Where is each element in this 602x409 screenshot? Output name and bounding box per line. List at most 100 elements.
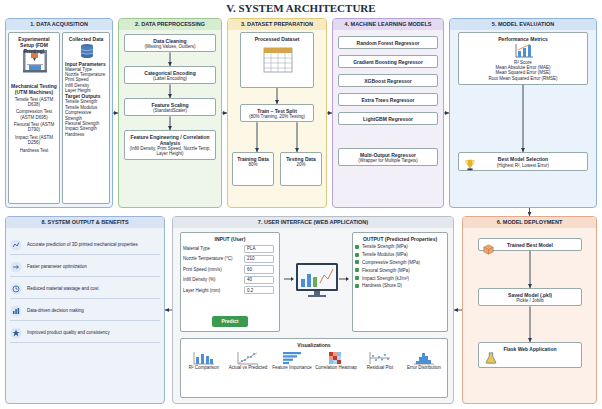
box-title: Random Forest Regressor — [341, 40, 435, 46]
box-detail: Infill Density — [65, 83, 107, 88]
output-text: Compressive Strength (MPa) — [362, 260, 420, 265]
process-box: Saved Model (.pkl)Pickle / Joblib — [478, 288, 582, 306]
box-detail: Compressive Strength — [65, 110, 107, 121]
box-detail: Hardness — [65, 132, 107, 137]
field-label: Print Speed (mm/s) — [183, 267, 241, 272]
stage-panel: 2. DATA PREPROCESSINGData Cleaning(Missi… — [118, 18, 222, 208]
box-detail: Flexural Test (ASTM D790) — [11, 122, 57, 133]
benefit-item: Improved product quality and consistency — [10, 324, 160, 343]
output-text: Impact Strength (kJ/m²) — [362, 276, 409, 281]
chart-caption: R² Comparison — [189, 365, 219, 370]
process-box: Experimental Setup (FDM Printing) Mechani… — [8, 32, 60, 204]
benefit-text: Data-driven decision making — [27, 308, 84, 313]
box-detail: Mechanical Testing (UTM Machines) — [11, 83, 57, 95]
process-box: XGBoost Regressor — [338, 74, 438, 87]
chart-caption: Residual Plot — [367, 365, 394, 370]
field-label: Material Type — [183, 246, 241, 251]
chart-cell: Error Distribution — [403, 351, 445, 370]
stage-heading: 8. SYSTEM OUTPUT & BENEFITS — [6, 217, 164, 228]
output-text: Tensile Modulus (MPa) — [362, 252, 408, 257]
flow-arrow — [170, 52, 171, 66]
button-label: Predict — [214, 318, 246, 324]
process-box: Visualizations R² Comparison Actual vs Pre… — [180, 338, 448, 398]
box-title: Data Cleaning — [127, 38, 213, 44]
process-box: Feature Engineering / Correlation Analys… — [124, 130, 216, 160]
flow-arrow — [530, 251, 531, 288]
benefit-text: Faster parameter optimization — [27, 264, 87, 269]
field-value: PLA — [244, 245, 274, 253]
stage-heading: 1. DATA ACQUISITION — [6, 19, 112, 30]
box-title: Performance Metrics — [461, 36, 585, 42]
panel-heading: Visualizations — [183, 342, 445, 348]
flow-arrow — [454, 310, 462, 311]
benefit-text: Improved product quality and consistency — [27, 330, 110, 335]
box-title: Extra Trees Regressor — [341, 97, 435, 103]
box-detail: 80% — [235, 162, 271, 167]
box-detail: (80% Training, 20% Testing) — [243, 114, 311, 119]
process-box: Collected DataInput ParametersMaterial T… — [62, 32, 110, 204]
flow-arrow — [327, 113, 332, 114]
process-box: Performance Metrics R² ScoreMean Absolute… — [458, 32, 588, 85]
output-item: Impact Strength (kJ/m²) — [355, 276, 445, 281]
stage-heading: 5. MODEL EVALUATION — [450, 19, 596, 30]
flow-arrow — [529, 208, 530, 216]
benefit-item: Accurate prediction of 3D printed mechan… — [10, 236, 160, 255]
stage-heading: 7. USER INTERFACE (WEB APPLICATION) — [173, 217, 453, 228]
field-label: Nozzle Temperature (°C) — [183, 256, 241, 261]
flow-arrow — [170, 84, 171, 98]
chart-row: R² Comparison Actual vs PredictedFeature … — [183, 351, 445, 370]
panel-heading: OUTPUT (Predicted Properties) — [355, 236, 445, 242]
stage-panel: 1. DATA ACQUISITION Experimental Setup (F… — [5, 18, 113, 208]
flow-arrow — [523, 85, 524, 152]
box-detail: Nozzle Temperature — [65, 72, 107, 77]
stage-heading: 3. DATASET PREPARATION — [228, 19, 326, 30]
flask-icon — [485, 350, 497, 368]
process-box: Testing Data20% — [280, 152, 322, 186]
output-text: Hardness (Shore D) — [362, 283, 402, 288]
box-detail: Tensile Strength — [65, 99, 107, 104]
stage-panel: 7. USER INTERFACE (WEB APPLICATION) INPUT… — [172, 216, 454, 404]
box-detail: Tensile Modulus — [65, 105, 107, 110]
box-detail: (Missing Values, Outliers) — [127, 44, 213, 49]
process-box: OUTPUT (Predicted Properties) Tensile Str… — [352, 232, 448, 332]
field-value: 210 — [244, 255, 274, 263]
chart-caption: Correlation Heatmap — [315, 365, 357, 370]
stage-panel: 8. SYSTEM OUTPUT & BENEFITS Accurate pred… — [5, 216, 165, 404]
box-title: Best Model Selection — [461, 156, 585, 162]
flow-arrow — [530, 306, 531, 342]
db-icon — [79, 43, 95, 63]
box-title: Testing Data — [283, 156, 319, 162]
box-detail: (Wrapper for Multiple Targets) — [341, 158, 435, 163]
chart-cell: Feature Importance — [271, 351, 313, 370]
box-detail: 20% — [283, 162, 319, 167]
chart-cell: Correlation Heatmap — [315, 351, 357, 370]
box-detail: Mean Absolute Error (MAE) — [461, 65, 585, 70]
chart-caption: Actual vs Predicted — [229, 365, 268, 370]
box-title: XGBoost Regressor — [341, 78, 435, 84]
flow-arrow — [257, 122, 258, 152]
flow-arrow — [277, 88, 278, 104]
field-label: Infill Density (%) — [183, 277, 241, 282]
box-detail: Tensile Test (ASTM D638) — [11, 97, 57, 108]
box-title: Collected Data — [65, 36, 107, 42]
box-detail: Flexural Strength — [65, 121, 107, 126]
chart-caption: Error Distribution — [407, 365, 441, 370]
box-title: Trained Best Model — [481, 242, 579, 248]
box-title: Categorical Encoding — [127, 70, 213, 76]
box-detail: R² Score — [461, 60, 585, 65]
process-box: Trained Best Model — [478, 238, 582, 251]
process-box: Feature Scaling(StandardScaler) — [124, 98, 216, 116]
output-item: Flexural Strength (MPa) — [355, 268, 445, 273]
trophy-icon — [464, 157, 476, 175]
process-box: Best Model Selection(Highest R², Lowest … — [458, 152, 588, 171]
benefit-item: Faster parameter optimization — [10, 258, 160, 277]
box-title: Experimental Setup (FDM Printing) — [11, 36, 57, 54]
stage-panel: 3. DATASET PREPARATIONProcessed DatasetT… — [227, 18, 327, 208]
output-text: Tensile Strength (MPa) — [362, 244, 408, 249]
box-detail: Impact Test (ASTM D256) — [11, 135, 57, 146]
stage-panel: 5. MODEL EVALUATION Performance MetricsR²… — [449, 18, 597, 208]
box-title: Gradient Boosting Regressor — [341, 59, 435, 65]
panel-heading: INPUT (User) — [183, 236, 277, 242]
process-box: Categorical Encoding(Label Encoding) — [124, 66, 216, 84]
